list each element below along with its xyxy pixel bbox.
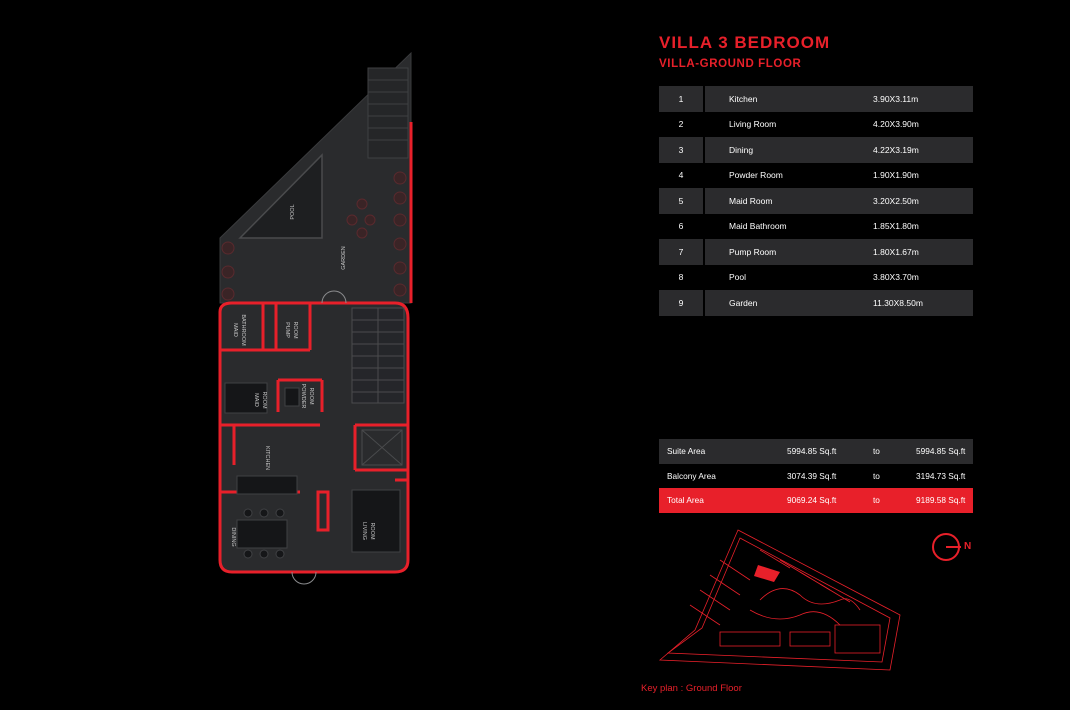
room-dimension: 3.80X3.70m: [873, 272, 919, 283]
room-name: Kitchen: [729, 93, 758, 104]
pump-room-label-2: ROOM: [292, 321, 298, 339]
kitchen-label: KITCHEN: [264, 446, 270, 470]
garden-trees: [221, 171, 407, 301]
key-plan-label: Key plan : Ground Floor: [641, 683, 742, 694]
pool-shape: [238, 153, 323, 239]
room-number: 4: [659, 162, 705, 188]
key-plan: [658, 529, 901, 671]
area-from-value: 9069.24 Sq.ft: [787, 495, 837, 506]
area-to-value: 9189.58 Sq.ft: [916, 495, 966, 506]
area-to-word: to: [873, 470, 880, 481]
powder-room-label-1: POWDER: [300, 384, 306, 409]
area-label: Balcony Area: [667, 470, 716, 481]
maid-bathroom-label-1: MAID: [232, 323, 238, 337]
room-number: 8: [659, 264, 705, 290]
room-schedule-table: 1 Kitchen 3.90X3.11m 2 Living Room 4.20X3.90…: [659, 86, 973, 316]
table-row: 3 Dining 4.22X3.19m: [659, 137, 973, 163]
dining-label: DINING: [230, 527, 236, 546]
room-name: Pump Room: [729, 246, 777, 257]
doors: [291, 290, 347, 585]
room-name: Maid Bathroom: [729, 221, 787, 232]
room-number: 6: [659, 213, 705, 239]
room-name: Pool: [729, 272, 747, 283]
room-name: Garden: [729, 297, 758, 308]
area-to-value: 3194.73 Sq.ft: [916, 470, 966, 481]
room-dimension: 1.80X1.67m: [873, 246, 919, 257]
area-summary-table: Suite Area 5994.85 Sq.ft to 5994.85 Sq.ft B…: [659, 439, 973, 513]
room-name: Living Room: [729, 119, 777, 130]
table-row: 1 Kitchen 3.90X3.11m: [659, 86, 973, 112]
lift-shaft: [361, 429, 403, 466]
deck-steps: [367, 67, 409, 159]
table-row: 9 Garden 11.30X8.50m: [659, 290, 973, 316]
table-row: 2 Living Room 4.20X3.90m: [659, 111, 973, 137]
area-to-value: 5994.85 Sq.ft: [916, 446, 966, 457]
table-row: 6 Maid Bathroom 1.85X1.80m: [659, 213, 973, 239]
pump-room-label-1: PUMP: [284, 322, 290, 338]
room-number: 5: [659, 188, 705, 214]
maid-room-label-2: ROOM: [261, 391, 267, 409]
garden-label: GARDEN: [341, 246, 347, 270]
area-from-value: 3074.39 Sq.ft: [787, 470, 837, 481]
area-to-word: to: [873, 446, 880, 457]
furniture: [224, 382, 401, 559]
living-room-label-1: LIVING: [361, 522, 367, 540]
pool-label: POOL: [290, 204, 296, 219]
table-row: 7 Pump Room 1.80X1.67m: [659, 239, 973, 265]
powder-room-label-2: ROOM: [308, 387, 314, 405]
room-number: 7: [659, 239, 705, 265]
internal-walls: [220, 303, 408, 532]
room-number: 9: [659, 290, 705, 316]
room-number: 2: [659, 111, 705, 137]
area-to-word: to: [873, 495, 880, 506]
room-name: Dining: [729, 144, 754, 155]
area-row-total: Total Area 9069.24 Sq.ft to 9189.58 Sq.ft: [659, 488, 973, 513]
table-row: 5 Maid Room 3.20X2.50m: [659, 188, 973, 214]
room-dimension: 3.20X2.50m: [873, 195, 919, 206]
room-number: 3: [659, 137, 705, 163]
room-dimension: 4.20X3.90m: [873, 119, 919, 130]
room-dimension: 1.85X1.80m: [873, 221, 919, 232]
living-room-label-2: ROOM: [369, 522, 375, 540]
maid-room-label-1: MAID: [253, 393, 259, 407]
table-row: 8 Pool 3.80X3.70m: [659, 264, 973, 290]
room-dimension: 1.90X1.90m: [873, 170, 919, 181]
area-row: Balcony Area 3074.39 Sq.ft to 3194.73 Sq.ft: [659, 464, 973, 489]
room-number: 1: [659, 86, 705, 112]
room-dimension: 4.22X3.19m: [873, 144, 919, 155]
compass-icon: [932, 533, 961, 561]
maid-bathroom-label-2: BATHROOM: [240, 314, 246, 346]
area-label: Suite Area: [667, 446, 706, 457]
room-dimension: 11.30X8.50m: [873, 297, 923, 308]
area-row: Suite Area 5994.85 Sq.ft to 5994.85 Sq.ft: [659, 439, 973, 464]
room-name: Powder Room: [729, 170, 783, 181]
room-dimension: 3.90X3.11m: [873, 93, 919, 104]
area-label: Total Area: [667, 495, 704, 506]
table-row: 4 Powder Room 1.90X1.90m: [659, 162, 973, 188]
villa-title: VILLA 3 BEDROOM: [659, 33, 831, 52]
floor-subtitle: VILLA-GROUND FLOOR: [659, 58, 802, 70]
staircase: [351, 307, 405, 404]
room-name: Maid Room: [729, 195, 773, 206]
compass-north-label: N: [964, 541, 972, 552]
area-from-value: 5994.85 Sq.ft: [787, 446, 837, 457]
